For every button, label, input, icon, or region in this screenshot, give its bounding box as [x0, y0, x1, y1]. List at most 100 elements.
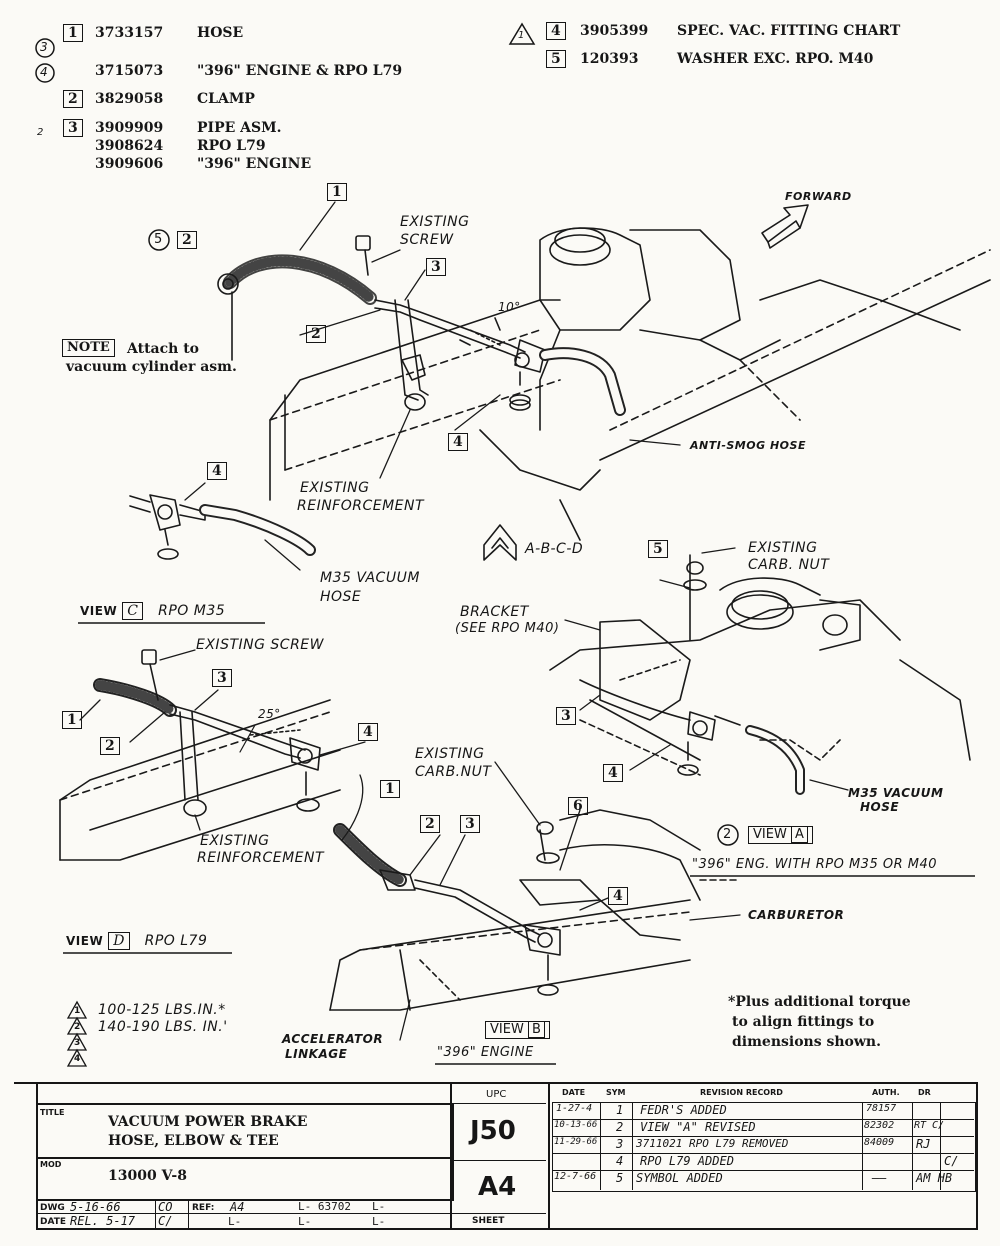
title-line-2: HOSE, ELBOW & TEE — [108, 1133, 279, 1149]
col-divider — [600, 1102, 601, 1190]
callout-5a: 5 — [648, 540, 668, 558]
callout-3d: 3 — [212, 669, 232, 687]
dwg-initials: CO — [158, 1200, 173, 1214]
view-c-word: VIEW — [80, 604, 118, 618]
triangle-mark-2: 2 — [37, 127, 44, 138]
rev-header-auth: AUTH. — [872, 1088, 900, 1097]
mod-cell — [36, 1155, 454, 1201]
callout-2d: 2 — [100, 737, 120, 755]
existing-carb-nut-1: EXISTING — [748, 540, 818, 556]
callout-4d: 4 — [358, 723, 378, 741]
title-cell — [36, 1103, 454, 1159]
rev-record: SYMBOL ADDED — [636, 1171, 723, 1185]
dwg-label: DWG — [40, 1203, 65, 1213]
part-number: 3715073 — [95, 63, 164, 79]
callout-2: 2 — [177, 231, 197, 249]
l-number-4: L- — [298, 1215, 312, 1228]
rev-date: 1-27-4 — [556, 1103, 593, 1114]
view-d-letter: D — [108, 932, 130, 950]
mark-4: 4 — [40, 65, 49, 79]
l-number-5: L- — [372, 1215, 386, 1228]
existing-reinforcement-2: REINFORCEMENT — [297, 498, 425, 514]
view-b-word: VIEW B — [485, 1021, 550, 1039]
existing-screw-d: EXISTING SCREW — [196, 637, 324, 653]
existing-screw-label-1: EXISTING — [400, 214, 470, 230]
torque-mark-1: 1 — [74, 1006, 81, 1016]
view-b-letter: B — [527, 1021, 545, 1038]
callout-box-3: 3 — [63, 119, 83, 137]
view-a-letter: A — [790, 826, 808, 843]
l-number-3: L- — [228, 1215, 242, 1228]
rev-record: VIEW "A" REVISED — [640, 1120, 756, 1134]
rev-sym: 3 — [616, 1137, 624, 1151]
main-view-pipe — [355, 235, 626, 416]
rev-dr: AM HB — [916, 1171, 953, 1185]
row-divider — [552, 1119, 974, 1120]
rev-header-sym: SYM — [606, 1088, 626, 1097]
rev-dr: C/ — [944, 1154, 959, 1168]
l-number-2: L- — [372, 1200, 386, 1213]
date-initials: C/ — [158, 1214, 173, 1228]
part-number: 3908624 — [95, 138, 164, 154]
view-a-art — [549, 547, 971, 795]
note-text-2: vacuum cylinder asm. — [66, 359, 237, 375]
main-view-engine-outline — [269, 227, 991, 541]
callout-2b: 2 — [306, 325, 326, 343]
callout-4c: 4 — [207, 462, 227, 480]
existing-carb-nut-b-2: CARB.NUT — [415, 764, 492, 780]
view-d-caption: VIEW D RPO L79 — [66, 930, 207, 950]
callout-box-1: 1 — [63, 24, 83, 42]
rev-dr: RT C/ — [914, 1120, 945, 1131]
title-block-topline — [14, 1082, 976, 1084]
row-divider — [450, 1213, 546, 1214]
view-b-art — [329, 761, 741, 1041]
rev-sym: 5 — [616, 1171, 624, 1185]
callout-1d: 1 — [62, 711, 82, 729]
part-number: 120393 — [580, 51, 639, 67]
view-c-desc: RPO M35 — [158, 603, 226, 619]
views-reference: A-B-C-D — [525, 541, 584, 557]
ref-label: REF: — [192, 1203, 215, 1213]
rev-record: RPO L79 ADDED — [640, 1154, 734, 1168]
footnote-line: *Plus additional torque — [728, 994, 911, 1010]
sheet-code: A4 — [478, 1172, 517, 1202]
triangle-mark-1: 1 — [518, 30, 525, 41]
callout-3a: 3 — [556, 707, 576, 725]
part-description: WASHER EXC. RPO. M40 — [677, 51, 874, 67]
rev-sym: 1 — [616, 1103, 624, 1117]
angle-10: 10° — [498, 300, 521, 314]
view-a-desc: "396" ENG. WITH RPO M35 OR M40 — [692, 857, 938, 872]
row-divider — [552, 1136, 974, 1137]
part-description: SPEC. VAC. FITTING CHART — [677, 23, 901, 39]
upc-cell — [450, 1082, 550, 1230]
view-d-art — [59, 649, 366, 861]
existing-reinf-d-1: EXISTING — [200, 833, 270, 849]
col-divider — [940, 1102, 941, 1190]
rev-dr: RJ — [916, 1137, 931, 1151]
accelerator-label-1: ACCELERATOR — [282, 1032, 384, 1046]
callout-3: 3 — [426, 258, 446, 276]
existing-carb-nut-2: CARB. NUT — [748, 557, 830, 573]
view-a-word: VIEW A — [748, 826, 813, 844]
rev-auth: 84009 — [864, 1137, 895, 1148]
callout-4a: 4 — [603, 764, 623, 782]
existing-screw-label-2: SCREW — [400, 232, 454, 248]
m35-vac-a-2: HOSE — [860, 800, 900, 814]
main-view-leaders — [299, 201, 681, 479]
rev-sym: 2 — [616, 1120, 624, 1134]
callout-6b: 6 — [568, 797, 588, 815]
date-label: DATE — [40, 1217, 67, 1227]
note-text-1: Attach to — [127, 341, 200, 357]
col-divider — [632, 1102, 633, 1190]
view-c-caption: VIEW C RPO M35 — [80, 600, 225, 620]
rev-header-date: DATE — [562, 1088, 586, 1097]
ref-value: A4 — [230, 1200, 245, 1214]
rev-record: 3711021 RPO L79 REMOVED — [636, 1137, 789, 1150]
title-line-1: VACUUM POWER BRAKE — [108, 1114, 308, 1130]
rev-header-record: REVISION RECORD — [700, 1088, 783, 1097]
mark-2: 2 — [723, 827, 732, 842]
row-divider — [36, 1199, 450, 1200]
torque-mark-4: 4 — [74, 1054, 81, 1064]
main-view-hose — [217, 254, 377, 361]
angle-25: 25° — [258, 707, 281, 721]
